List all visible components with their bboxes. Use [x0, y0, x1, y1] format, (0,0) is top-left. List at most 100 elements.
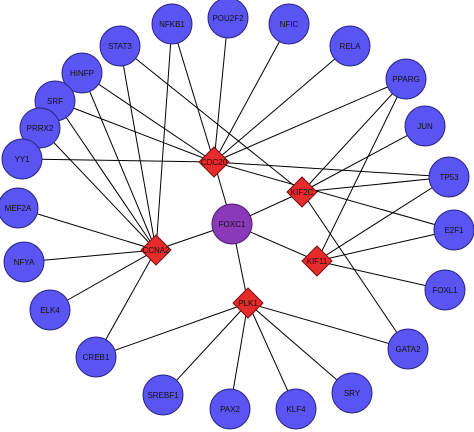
tf-node-yy1-label: YY1: [14, 155, 30, 164]
edge-pou2f2-cdc20: [213, 17, 229, 163]
tf-node-tp53-label: TP53: [439, 173, 459, 182]
tf-node-stat3-circle: [99, 25, 141, 67]
tf-node-foxl1[interactable]: FOXL1: [424, 269, 466, 311]
edge-e2f1-kif11: [316, 229, 455, 262]
tf-node-stat3[interactable]: STAT3: [99, 25, 141, 67]
tf-node-gata2-circle: [387, 328, 429, 370]
tf-node-foxl1-circle: [424, 269, 466, 311]
tf-node-pou2f2[interactable]: POU2F2: [207, 0, 249, 39]
edge-srf-ccna2: [54, 100, 157, 251]
edge-e2f1-cdc20: [213, 161, 455, 231]
tf-node-jun[interactable]: JUN: [404, 105, 446, 147]
tf-node-jun-circle: [404, 105, 446, 147]
tf-node-yy1-circle: [1, 138, 43, 180]
tf-node-gata2-label: GATA2: [395, 345, 421, 354]
edge-mef2a-ccna2: [17, 207, 157, 251]
center-node-foxc1[interactable]: FOXC1: [211, 203, 253, 245]
tf-node-pou2f2-label: POU2F2: [212, 14, 244, 23]
tf-node-e2f1-label: E2F1: [444, 226, 464, 235]
tf-node-srebf1-circle: [142, 374, 184, 416]
hub-node-kif2c-diamond: [286, 176, 318, 208]
tf-node-jun-label: JUN: [417, 122, 433, 131]
tf-node-klf4-label: KLF4: [286, 405, 306, 414]
tf-node-klf4-circle: [275, 388, 317, 430]
tf-node-gata2[interactable]: GATA2: [387, 328, 429, 370]
tf-node-mef2a-label: MEF2A: [5, 204, 32, 213]
tf-node-yy1[interactable]: YY1: [1, 138, 43, 180]
tf-node-nfic[interactable]: NFIC: [268, 3, 310, 45]
edge-prrx2-ccna2: [39, 127, 157, 251]
tf-node-elk4[interactable]: ELK4: [29, 289, 71, 331]
hub-node-ccna2-diamond: [140, 234, 172, 266]
tf-node-pparg[interactable]: PPARG: [385, 58, 427, 100]
tf-node-prrx2-label: PRRX2: [27, 124, 54, 133]
edge-hinfp-ccna2: [81, 72, 157, 251]
hub-node-plk1-label: PLK1: [238, 299, 258, 308]
hub-node-kif11-diamond: [301, 245, 333, 277]
tf-node-nfic-label: NFIC: [280, 20, 299, 29]
tf-node-rela-circle: [329, 25, 371, 67]
tf-node-sry[interactable]: SRY: [331, 372, 373, 414]
tf-node-pou2f2-circle: [207, 0, 249, 39]
edge-tp53-kif2c: [301, 176, 450, 193]
hub-node-ccna2[interactable]: CCNA2: [140, 234, 172, 266]
tf-node-mef2a[interactable]: MEF2A: [0, 187, 39, 229]
edge-sry-plk1: [247, 302, 353, 394]
hub-node-cdc20[interactable]: CDC20: [198, 146, 230, 178]
hub-node-kif11-label: KIF11: [307, 257, 328, 266]
tf-node-srebf1[interactable]: SREBF1: [142, 374, 184, 416]
tf-node-nfkb1-label: NFKB1: [159, 20, 185, 29]
tf-node-e2f1[interactable]: E2F1: [433, 209, 474, 251]
tf-node-pparg-circle: [385, 58, 427, 100]
tf-node-pax2-circle: [209, 388, 251, 430]
edge-pparg-cdc20: [213, 78, 407, 163]
tf-node-hinfp[interactable]: HINFP: [61, 52, 103, 94]
tf-node-creb1[interactable]: CREB1: [75, 336, 117, 378]
edge-rela-cdc20: [213, 45, 351, 163]
tf-node-tp53[interactable]: TP53: [428, 156, 470, 198]
tf-node-elk4-circle: [29, 289, 71, 331]
tf-node-rela[interactable]: RELA: [329, 25, 371, 67]
tf-node-nfya-label: NFYA: [14, 258, 35, 267]
edge-nfya-ccna2: [23, 249, 157, 263]
tf-node-nfkb1-circle: [151, 3, 193, 45]
tf-node-sry-label: SRY: [344, 389, 361, 398]
tf-node-foxl1-label: FOXL1: [432, 286, 458, 295]
tf-node-mef2a-circle: [0, 187, 39, 229]
hub-node-kif11[interactable]: KIF11: [301, 245, 333, 277]
edge-gata2-plk1: [247, 302, 409, 350]
tf-node-pax2[interactable]: PAX2: [209, 388, 251, 430]
edge-stat3-ccna2: [119, 45, 157, 251]
hub-node-ccna2-label: CCNA2: [142, 246, 170, 255]
tf-node-srf-label: SRF: [47, 97, 63, 106]
edge-tp53-kif11: [316, 176, 450, 262]
hub-node-cdc20-diamond: [198, 146, 230, 178]
edge-pparg-kif2c: [301, 78, 407, 193]
tf-node-nfic-circle: [268, 3, 310, 45]
tf-node-creb1-label: CREB1: [83, 353, 110, 362]
hub-node-plk1[interactable]: PLK1: [232, 287, 264, 319]
tf-node-pparg-label: PPARG: [392, 75, 419, 84]
hub-node-cdc20-label: CDC20: [201, 158, 228, 167]
tf-node-pax2-label: PAX2: [220, 405, 240, 414]
edge-foxl1-kif11: [316, 260, 446, 291]
edge-nfkb1-ccna2: [155, 23, 173, 251]
tf-node-prrx2-circle: [19, 107, 61, 149]
hub-node-plk1-diamond: [232, 287, 264, 319]
edge-srebf1-plk1: [162, 302, 249, 396]
tf-node-hinfp-circle: [61, 52, 103, 94]
hub-node-kif2c-label: KIF2C: [291, 188, 314, 197]
tf-node-klf4[interactable]: KLF4: [275, 388, 317, 430]
hub-node-kif2c[interactable]: KIF2C: [286, 176, 318, 208]
tf-node-elk4-label: ELK4: [40, 306, 60, 315]
tf-node-prrx2[interactable]: PRRX2: [19, 107, 61, 149]
edge-tp53-cdc20: [213, 161, 450, 178]
edge-nfkb1-cdc20: [171, 23, 215, 163]
tf-node-nfkb1[interactable]: NFKB1: [151, 3, 193, 45]
tf-node-srebf1-label: SREBF1: [147, 391, 179, 400]
tf-node-tp53-circle: [428, 156, 470, 198]
edge-pparg-kif11: [316, 78, 407, 262]
tf-node-e2f1-circle: [433, 209, 474, 251]
tf-node-nfya[interactable]: NFYA: [3, 241, 45, 283]
